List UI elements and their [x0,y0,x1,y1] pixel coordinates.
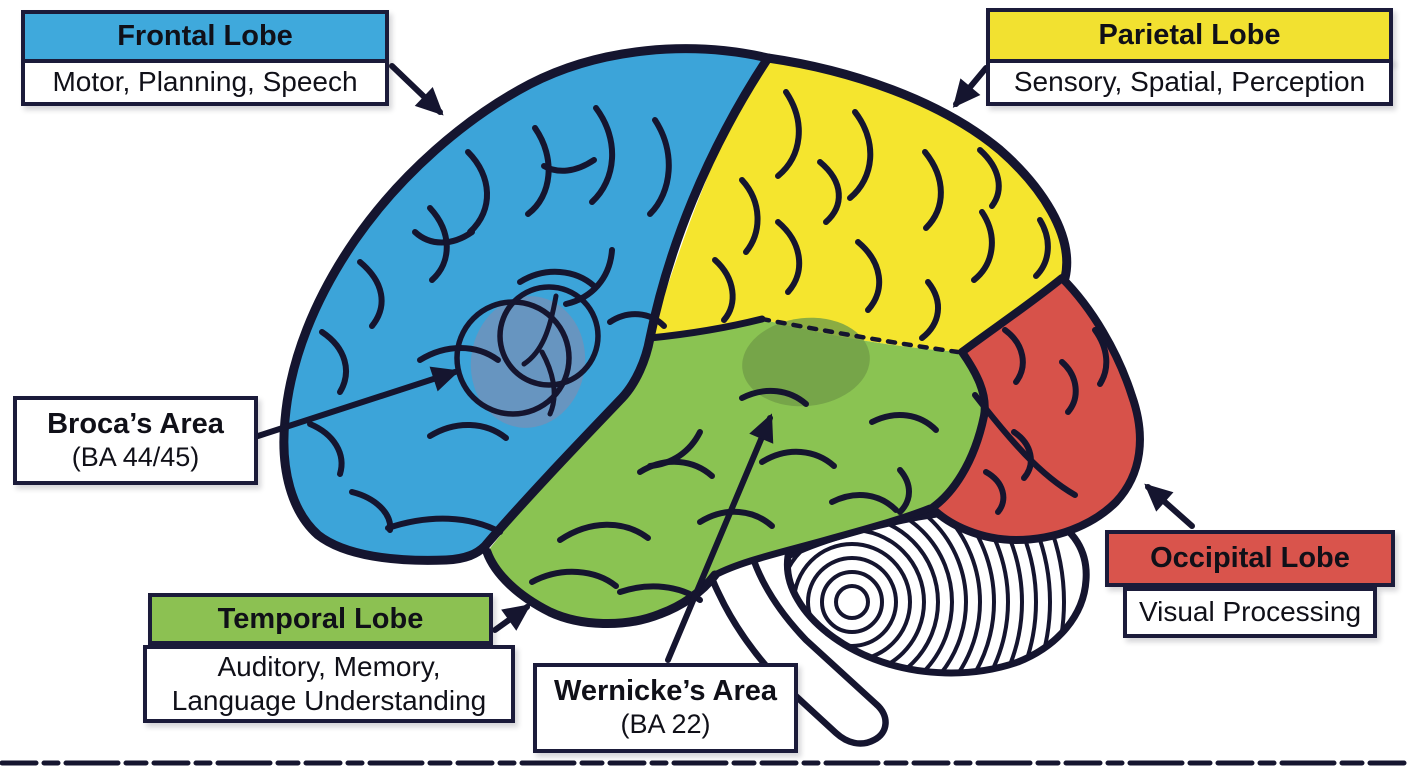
temporal-lobe-title-text: Temporal Lobe [217,602,424,635]
frontal-lobe-functions: Motor, Planning, Speech [21,59,389,106]
temporal-cerebellum-boundary [711,504,934,579]
parietal-silhouette [763,53,1072,283]
frontal-lobe-title-text: Frontal Lobe [117,20,293,52]
broca-area-callout: Broca’s Area (BA 44/45) [13,396,258,485]
occipital-lobe-title-text: Occipital Lobe [1150,542,1350,574]
parietal-lobe-title: Parietal Lobe [986,8,1393,63]
wernicke-area-callout: Wernicke’s Area (BA 22) [533,663,798,753]
parietal-sulci [712,89,1051,341]
temporal-lobe-functions-line1: Auditory, Memory, [217,650,441,682]
occipital-lobe-title: Occipital Lobe [1105,530,1395,587]
wernicke-area-marker [742,317,870,407]
occipital-lobe-functions: Visual Processing [1123,587,1377,638]
wernicke-area-subtitle: (BA 22) [620,709,711,740]
parietotemporal-dashed-boundary [759,316,961,355]
broca-area-subtitle: (BA 44/45) [71,441,200,472]
frontal-sulci [307,105,672,535]
wernicke-area-title: Wernicke’s Area [554,675,777,708]
occipital-arrow [1144,483,1195,529]
parietal-lobe-callout: Parietal Lobe Sensory, Spatial, Percepti… [986,8,1393,106]
occipital-lobe-region [932,278,1140,540]
parietal-lobe-functions-text: Sensory, Spatial, Perception [1013,66,1366,98]
parietal-lobe-functions: Sensory, Spatial, Perception [986,59,1393,106]
parietal-arrow [952,65,989,108]
parietal-lobe-region [650,58,1067,352]
cerebellum [783,506,1090,677]
temporal-lobe-functions: Auditory, Memory, Language Understanding [143,645,515,723]
frontal-lobe-title: Frontal Lobe [21,10,389,63]
occipital-sulci [972,327,1110,515]
temporal-silhouette [482,547,720,629]
frontal-outline [279,44,773,565]
temporal-lobe-region [487,320,985,624]
broca-area-outline [454,284,601,417]
temporal-lobe-title: Temporal Lobe [148,593,493,645]
temporal-arrow [492,604,532,633]
broca-area-title: Broca’s Area [47,407,224,440]
frontal-lobe-callout: Frontal Lobe Motor, Planning, Speech [21,10,389,106]
occipital-outline [928,274,1144,544]
parietal-lobe-title-text: Parietal Lobe [1098,19,1281,51]
callout-arrows [255,63,1195,663]
wernicke-arrow [665,413,774,663]
occipital-lobe-functions-text: Visual Processing [1138,596,1362,628]
temporal-lobe-functions-line2: Language Understanding [171,685,487,716]
frontal-lobe-functions-text: Motor, Planning, Speech [52,66,358,98]
frontal-arrow [389,63,444,116]
cerebellum-folia-hatching [787,510,1066,673]
broca-arrow [255,366,460,439]
parietotemporal-solid-boundary [646,315,766,342]
